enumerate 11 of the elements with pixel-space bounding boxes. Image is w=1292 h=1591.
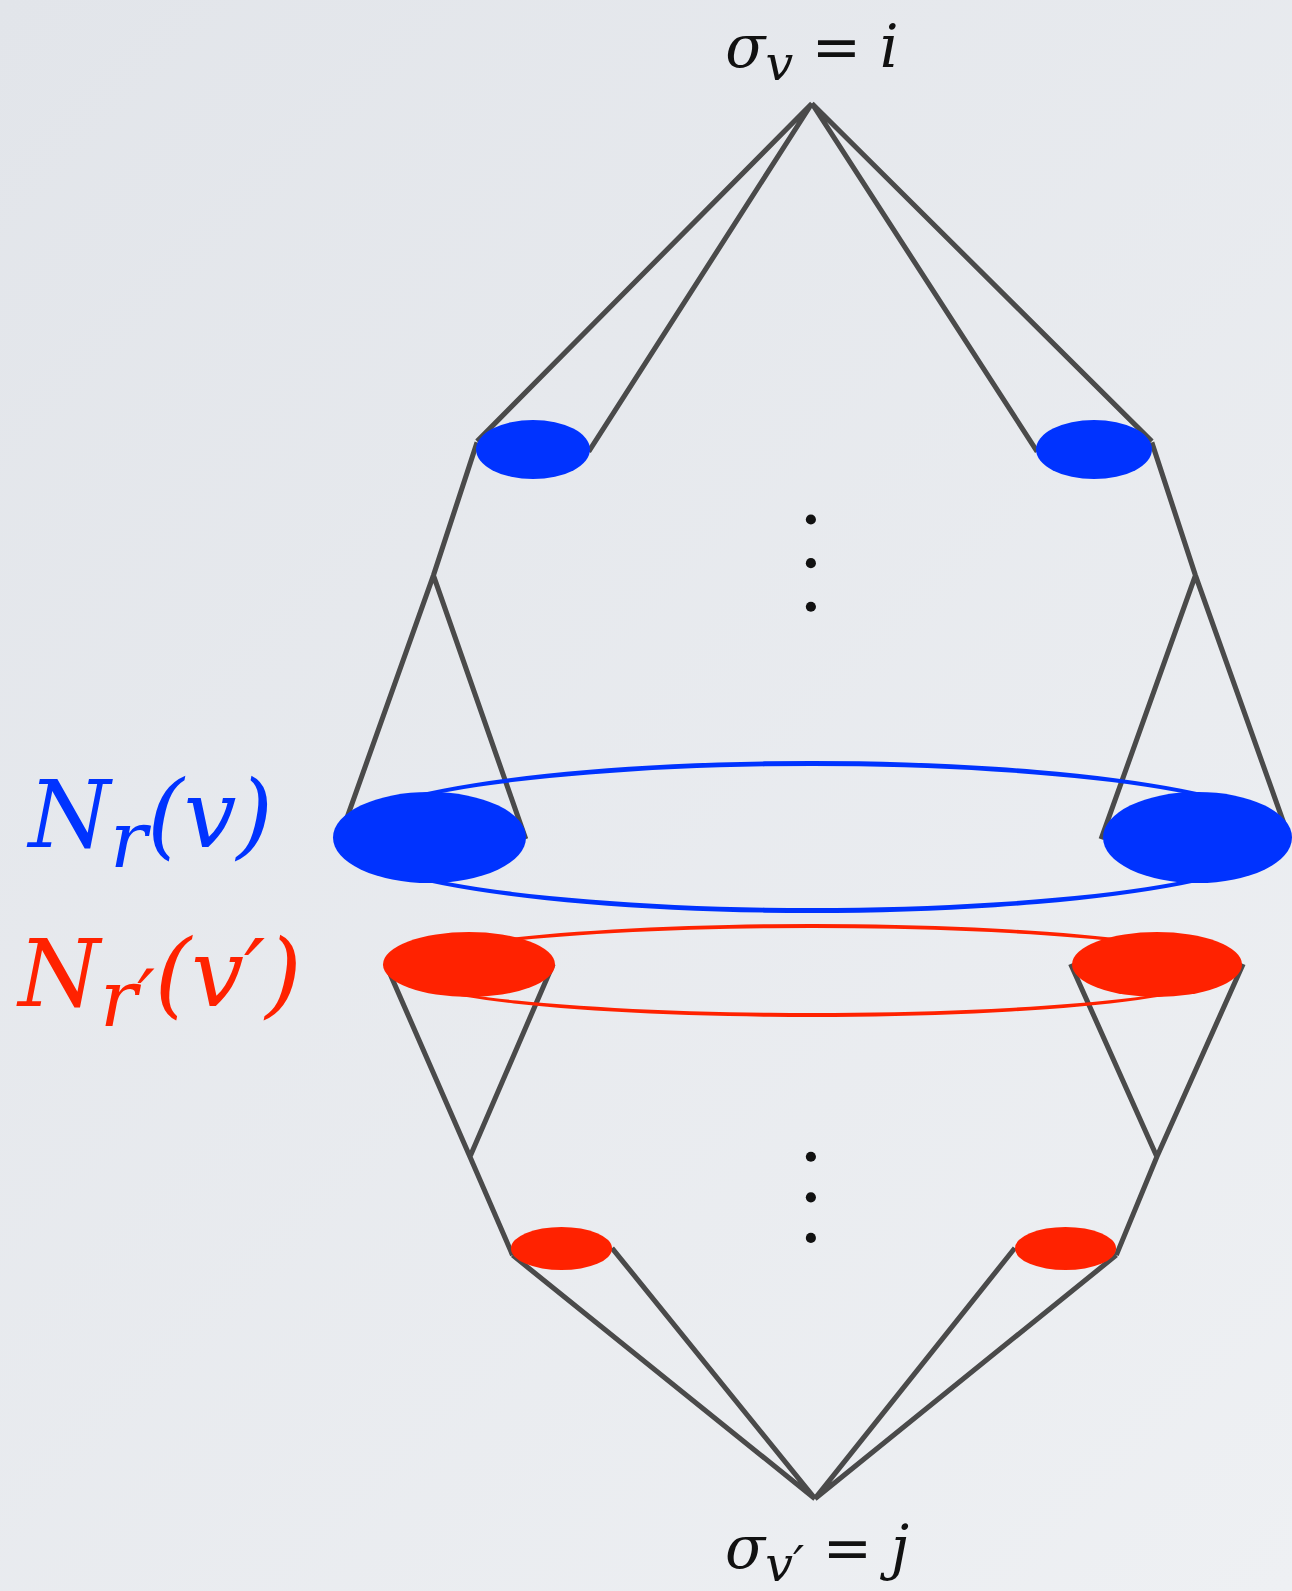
cone-edge-lines: [809, 100, 1155, 455]
cone-edge-lines: [510, 1245, 818, 1502]
neighborhood-label: N$_{r′}$(v′): [18, 926, 302, 1039]
neighborhood-label: N$_{r}$(v): [28, 768, 273, 880]
cone-edge-lines: [474, 100, 815, 455]
cone-edge-lines: [1068, 961, 1246, 1258]
vertex-label: σ$_{v}$ = i: [725, 18, 899, 89]
filled-ellipse: [510, 1227, 612, 1270]
cone-edge-lines: [812, 1245, 1119, 1502]
vertex-label: σ$_{v′}$ = j: [725, 1518, 910, 1589]
filled-ellipse: [1014, 1227, 1117, 1270]
